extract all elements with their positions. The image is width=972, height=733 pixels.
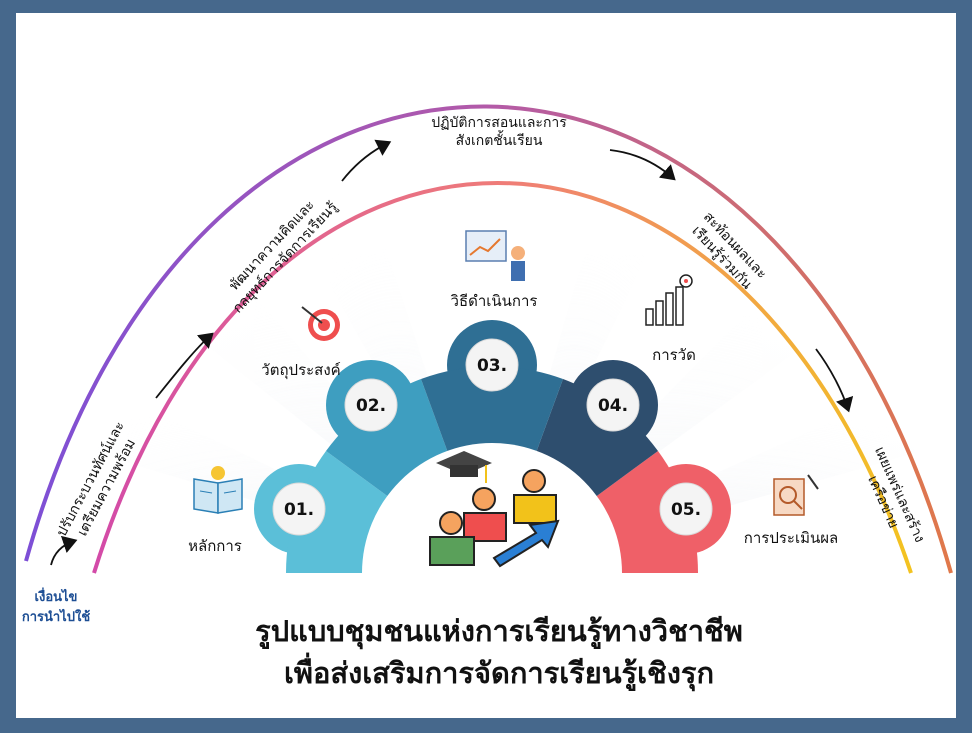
phase-3-line-2: สังเกตชั้นเรียน [456, 130, 543, 149]
growth-chart-icon [645, 274, 693, 326]
step-03-badge: 03. [465, 338, 519, 392]
step-01-badge: 01. [272, 482, 326, 536]
plc-diagram: ปรับกระบวนทัศน์และ เตรียมความพร้อม พัฒนา… [22, 104, 953, 691]
step-02-label: วัตถุประสงค์ [261, 361, 340, 380]
step-03-label: วิธีดำเนินการ [450, 292, 538, 310]
step-number-badges: 01. 02. 03. 04. 05. [272, 338, 713, 536]
target-dart-icon [301, 306, 340, 341]
center-dome [362, 443, 622, 573]
step-05-number: 05. [671, 500, 701, 520]
title-line-1: รูปแบบชุมชนแห่งการเรียนรู้ทางวิชาชีพ [255, 614, 743, 649]
step-04-number: 04. [598, 396, 628, 416]
infographic-frame: ปรับกระบวนทัศน์และ เตรียมความพร้อม พัฒนา… [16, 13, 956, 718]
open-book-lightbulb-icon [193, 466, 243, 514]
learning-community-icon [429, 451, 560, 568]
step-04-badge: 04. [586, 378, 640, 432]
step-02-number: 02. [356, 396, 386, 416]
step-01-label: หลักการ [188, 537, 242, 555]
title-line-2: เพื่อส่งเสริมการจัดการเรียนรู้เชิงรุก [284, 652, 714, 691]
evaluation-clipboard-icon [773, 474, 819, 516]
phase-label-3: ปฏิบัติการสอนและการ สังเกตชั้นเรียน [431, 115, 567, 149]
phase-arrows [50, 139, 854, 566]
outer-process-arc [24, 104, 953, 574]
step-02-badge: 02. [344, 378, 398, 432]
presenter-board-icon [465, 230, 525, 281]
step-04-label: การวัด [652, 346, 696, 364]
condition-line-1: เงื่อนไข [35, 587, 78, 605]
phase-3-line-1: ปฏิบัติการสอนและการ [431, 115, 567, 131]
condition-line-2: การนำไปใช้ [22, 608, 90, 625]
inner-process-arc [92, 181, 913, 574]
step-03-number: 03. [477, 356, 507, 376]
step-01-number: 01. [284, 500, 314, 520]
step-05-label: การประเมินผล [744, 529, 838, 547]
step-05-badge: 05. [659, 482, 713, 536]
